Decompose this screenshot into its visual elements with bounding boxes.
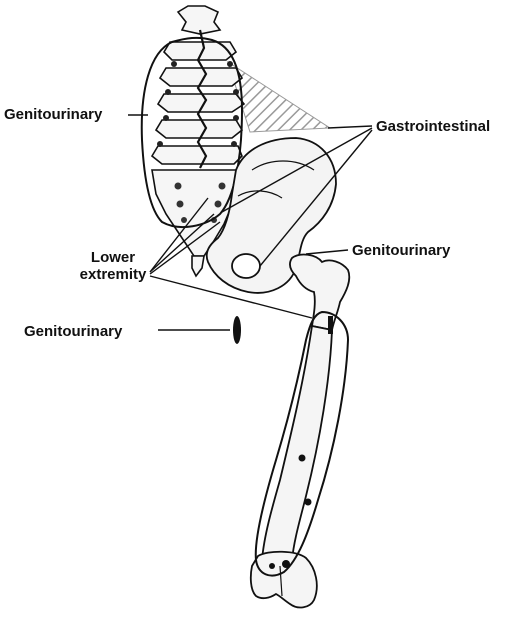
gastrointestinal-hatched-region	[227, 60, 332, 133]
label-gastrointestinal: Gastrointestinal	[376, 118, 491, 135]
label-genitourinary-spine: Genitourinary	[4, 106, 103, 123]
femur	[249, 253, 351, 609]
femur-nerve-markers	[269, 316, 333, 569]
label-lower-extremity-line1: Lower	[90, 249, 136, 266]
label-genitourinary-small: Genitourinary	[24, 323, 123, 340]
label-lower-extremity-line2: extremity	[79, 266, 147, 283]
label-lower-extremity: Lower extremity	[72, 249, 154, 283]
lumbar-spine	[150, 5, 246, 278]
genitourinary-small-marker	[158, 316, 241, 344]
thigh-genitourinary-outline	[254, 310, 350, 577]
label-genitourinary-hip: Genitourinary	[352, 242, 451, 259]
spine-genitourinary-outline	[140, 36, 244, 229]
leader-lines	[128, 114, 373, 319]
